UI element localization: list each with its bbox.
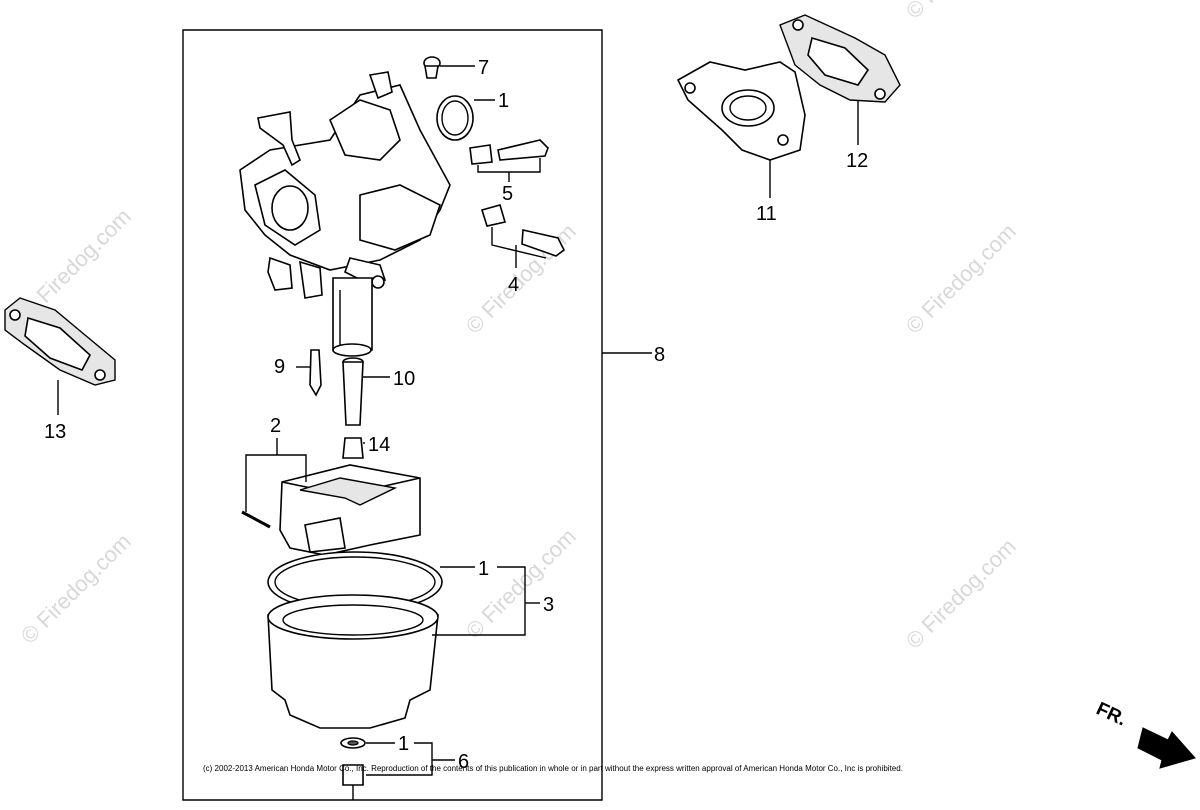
callout-5: 5 — [502, 183, 513, 205]
callout-1: 1 — [498, 90, 509, 112]
callout-1: 1 — [478, 558, 489, 580]
watermark-text: © Firedog.com — [901, 534, 1021, 654]
front-direction-arrow-icon — [1137, 727, 1196, 769]
part-1-o-ring-upper — [436, 95, 474, 141]
callout-8: 8 — [654, 344, 665, 366]
part-7-screw — [423, 56, 441, 79]
watermark-text: © Firedog.com — [461, 219, 581, 339]
copyright-notice: (c) 2002-2013 American Honda Motor Co., … — [203, 764, 903, 773]
callout-7: 7 — [478, 57, 489, 79]
watermark-text: © Firedog.com — [901, 0, 1021, 24]
callout-1: 1 — [398, 733, 409, 755]
callout-2: 2 — [270, 415, 281, 437]
callout-labels: 7 1 5 4 8 9 10 14 2 1 3 1 6 11 12 13 — [44, 57, 868, 773]
part-13-gasket — [4, 297, 116, 386]
part-3-float-bowl — [267, 594, 439, 729]
part-14-jet — [342, 437, 364, 459]
callout-10: 10 — [393, 368, 415, 390]
callout-6: 6 — [458, 751, 469, 773]
callout-9: 9 — [274, 356, 285, 378]
part-9-pin — [309, 349, 322, 397]
callout-4: 4 — [508, 274, 519, 296]
callout-14: 14 — [368, 434, 390, 456]
part-4-screw-set — [480, 204, 566, 257]
callout-11: 11 — [756, 203, 777, 225]
callout-3: 3 — [543, 594, 554, 616]
part-6-drain-bolt — [340, 737, 366, 800]
callout-12: 12 — [846, 150, 868, 172]
watermark-text: © Firedog.com — [901, 219, 1021, 339]
part-2-float — [241, 464, 421, 556]
part-10-tube — [342, 357, 364, 426]
front-direction-label: FR. — [1093, 698, 1130, 730]
part-12-gasket — [779, 14, 901, 103]
watermark-text: © Firedog.com — [16, 529, 136, 649]
part-11-insulator — [676, 61, 806, 161]
leader-lines — [57, 65, 859, 776]
front-direction-indicator: FR. — [1093, 698, 1196, 769]
watermark-text: © Firedog.com — [461, 524, 581, 644]
assembly-frame — [182, 29, 603, 801]
carburetor-body — [239, 71, 451, 357]
part-5-screw-set — [469, 139, 549, 165]
callout-13: 13 — [44, 421, 66, 443]
